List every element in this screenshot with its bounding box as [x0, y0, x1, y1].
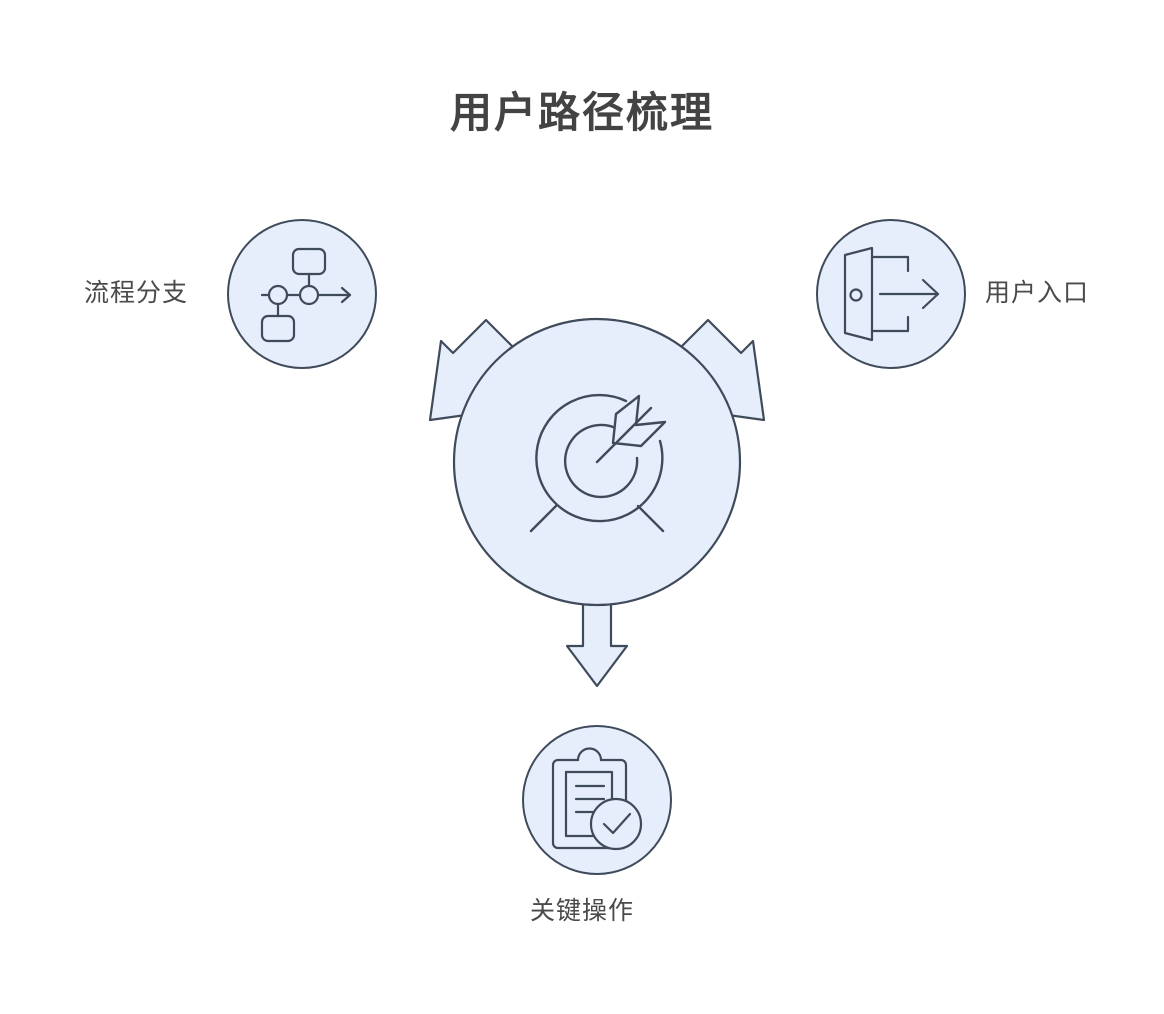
node-key-action-label: 关键操作	[529, 897, 634, 925]
node-user-entry-label: 用户入口	[985, 279, 1090, 307]
target-arrow-icon	[529, 393, 667, 533]
node-flow-branch-circle[interactable]	[227, 219, 377, 369]
node-user-entry[interactable]	[816, 219, 966, 369]
clipboard-check-icon	[551, 747, 643, 851]
node-flow-branch[interactable]	[227, 219, 377, 369]
door-exit-icon	[843, 246, 940, 342]
node-key-action[interactable]	[522, 725, 672, 875]
flow-branch-icon	[260, 247, 352, 343]
center-hub[interactable]	[452, 317, 742, 607]
node-flow-branch-label: 流程分支	[84, 279, 189, 307]
page-title: 用户路径梳理	[449, 89, 714, 136]
